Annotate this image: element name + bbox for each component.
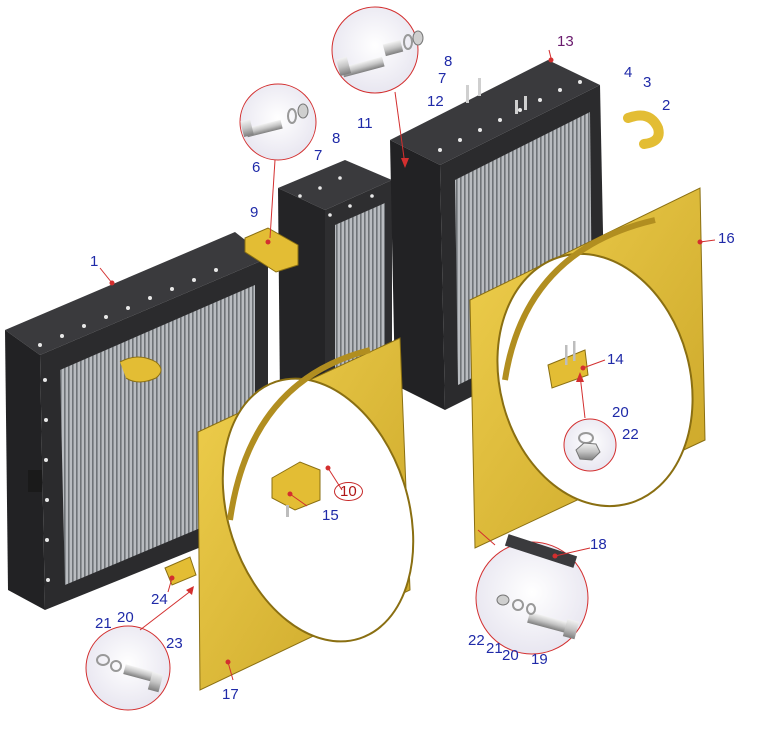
fan-shroud-front xyxy=(197,337,415,691)
callout-9: 9 xyxy=(250,204,259,221)
callout-17: 17 xyxy=(222,686,239,703)
callout-19: 19 xyxy=(531,651,548,668)
callout-3: 3 xyxy=(643,74,652,91)
bracket-9 xyxy=(244,227,299,273)
callout-22-b: 22 xyxy=(468,632,485,649)
callout-10: 10 xyxy=(334,482,363,501)
callout-20-a: 20 xyxy=(612,404,629,421)
callout-4: 4 xyxy=(624,64,633,81)
bracket-24 xyxy=(164,556,197,586)
callout-1: 1 xyxy=(90,253,99,270)
bracket-15 xyxy=(271,461,321,517)
callout-2: 2 xyxy=(662,97,671,114)
callout-8-b: 8 xyxy=(444,53,453,70)
callout-18: 18 xyxy=(590,536,607,553)
zoom-detail-11-12 xyxy=(331,6,424,168)
callout-24: 24 xyxy=(151,591,168,608)
callout-23: 23 xyxy=(166,635,183,652)
callout-11: 11 xyxy=(357,115,373,132)
zoom-detail-6-8 xyxy=(239,83,317,239)
callout-13: 13 xyxy=(557,33,574,50)
callout-7-a: 7 xyxy=(314,147,323,164)
callout-20-b: 20 xyxy=(502,647,519,664)
zoom-detail-20-23 xyxy=(85,586,194,711)
callout-12: 12 xyxy=(427,93,444,110)
leader-lines xyxy=(99,49,716,681)
callout-21-a: 21 xyxy=(486,640,503,657)
callout-6: 6 xyxy=(252,159,261,176)
callout-8-a: 8 xyxy=(332,130,341,147)
zoom-detail-20-22-top xyxy=(563,372,617,472)
zoom-detail-19-22-bottom xyxy=(475,529,589,655)
callout-14: 14 xyxy=(607,351,624,368)
callout-22-a: 22 xyxy=(622,426,639,443)
callout-21-b: 21 xyxy=(95,615,112,632)
callout-15: 15 xyxy=(322,507,339,524)
callout-16: 16 xyxy=(718,230,735,247)
callout-7-b: 7 xyxy=(438,70,447,87)
elbow-hose-2 xyxy=(623,110,664,149)
callout-20-c: 20 xyxy=(117,609,134,626)
